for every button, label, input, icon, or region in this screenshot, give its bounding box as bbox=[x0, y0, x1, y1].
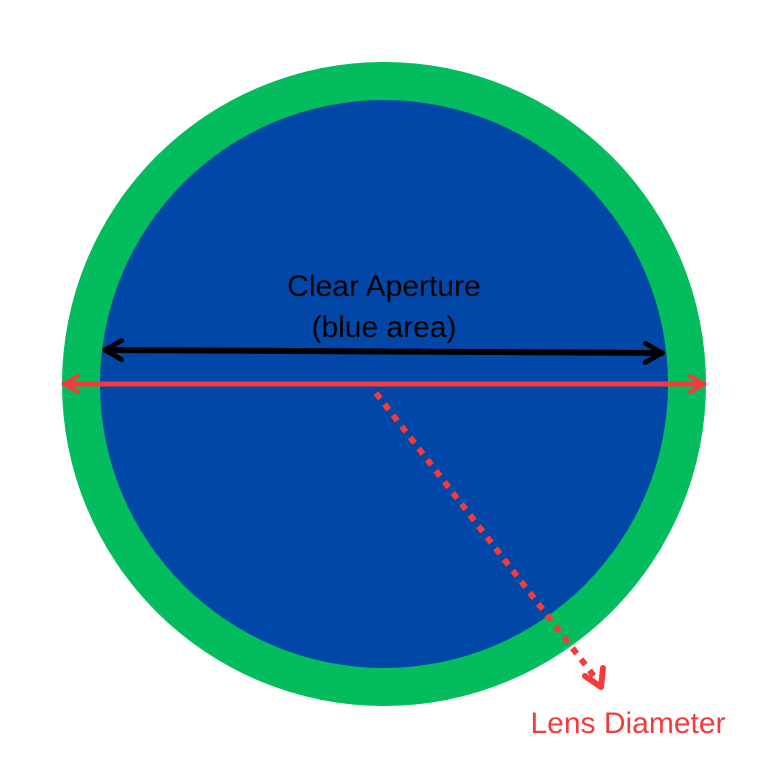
clear-aperture-label: Clear Aperture bbox=[287, 270, 480, 303]
lens-diameter-leader-arrowhead bbox=[582, 665, 606, 690]
lens-diameter-label: Lens Diameter bbox=[530, 707, 725, 740]
lens-diameter-leader bbox=[373, 391, 600, 682]
clear-aperture-sublabel: (blue area) bbox=[311, 311, 456, 344]
clear-aperture-arrow bbox=[102, 338, 665, 365]
